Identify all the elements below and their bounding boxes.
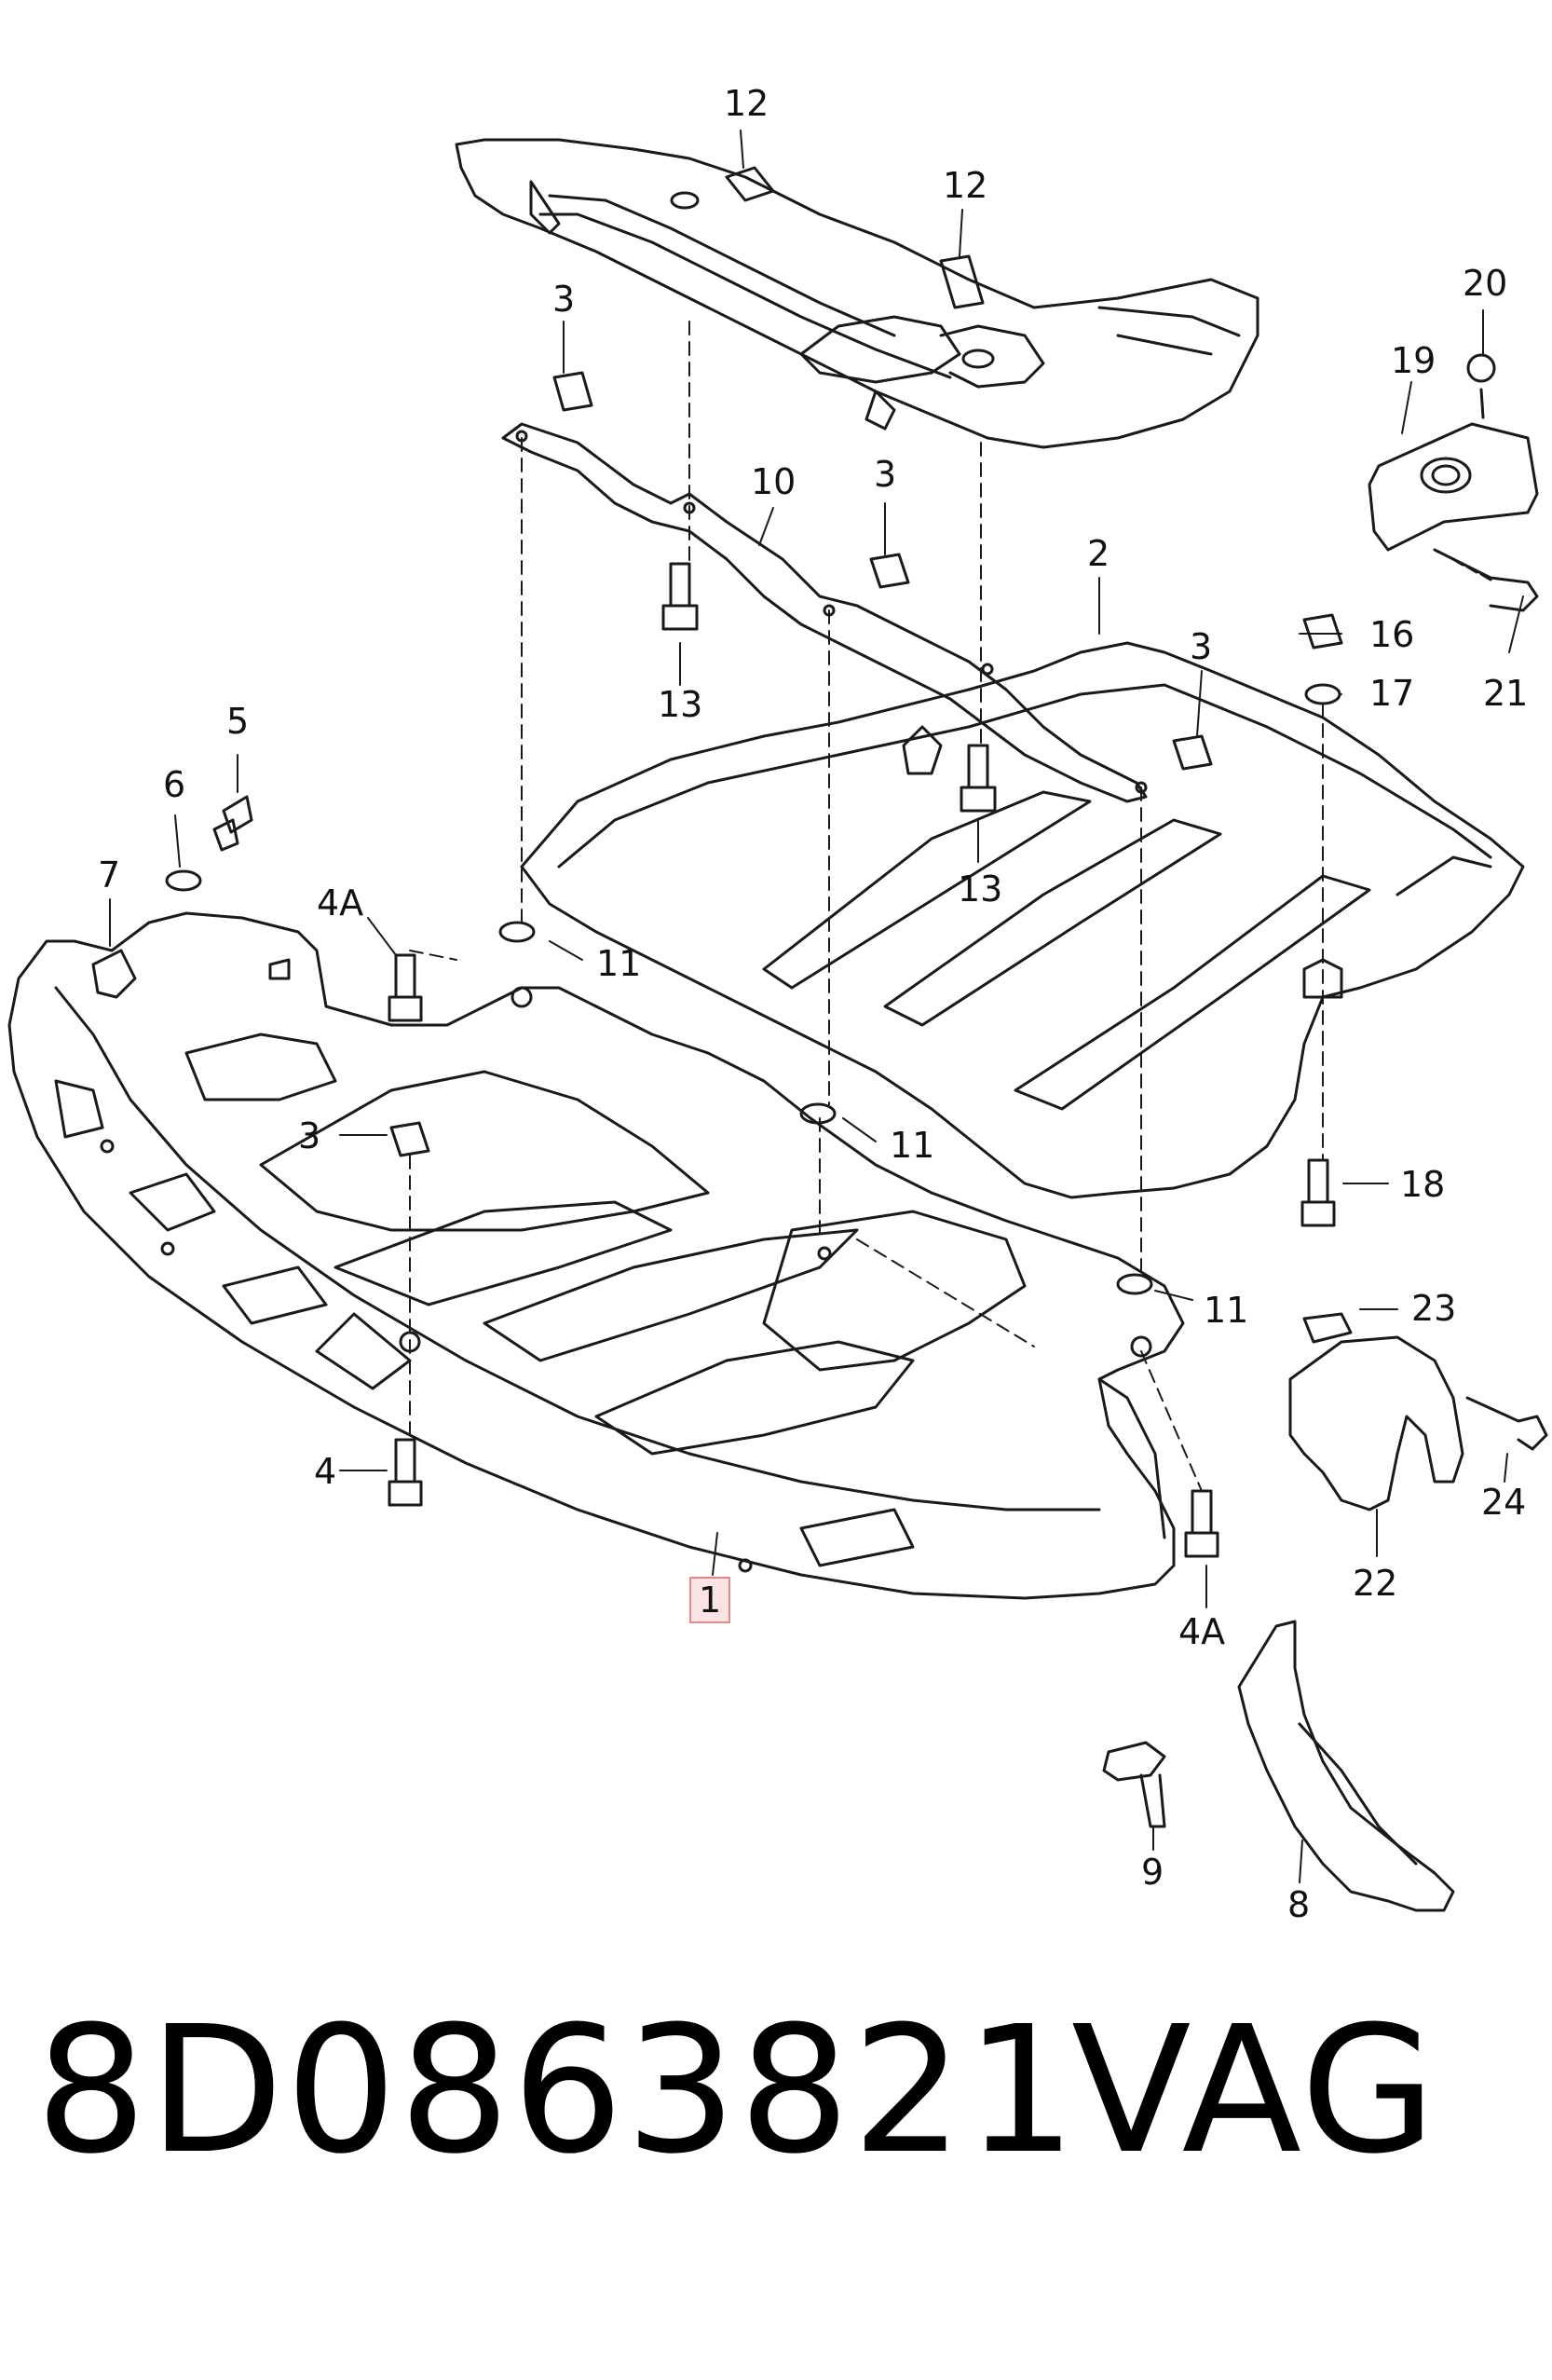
callout-20: 20: [1463, 263, 1508, 304]
callout-11: 11: [1204, 1290, 1249, 1331]
callout-3: 3: [552, 279, 576, 320]
callout-9: 9: [1141, 1852, 1164, 1893]
callout-16: 16: [1369, 614, 1415, 655]
callout-18: 18: [1400, 1164, 1446, 1205]
callout-11: 11: [890, 1125, 935, 1166]
callout-13: 13: [958, 869, 1003, 910]
callout-4: 4: [314, 1451, 337, 1492]
fasteners: [91, 166, 1343, 1558]
callout-6: 6: [163, 764, 186, 805]
callout-21: 21: [1483, 673, 1529, 714]
cover-2: [520, 641, 1525, 1199]
subframe-crossmember: [455, 138, 1259, 449]
callout-1-highlighted: 1: [689, 1577, 731, 1623]
callout-22: 22: [1353, 1563, 1398, 1604]
undertray-1: [7, 911, 1185, 1600]
bracket-8: [1237, 1620, 1455, 1912]
callout-24: 24: [1481, 1482, 1527, 1523]
callout-4A: 4A: [1178, 1611, 1226, 1652]
grommet: [902, 725, 943, 775]
callout-23: 23: [1411, 1288, 1457, 1329]
grommet: [1302, 958, 1343, 999]
assembly-lines: [409, 321, 1324, 1492]
callout-3: 3: [874, 454, 897, 495]
callout-17: 17: [1369, 673, 1415, 714]
callout-10: 10: [751, 461, 796, 502]
part-number-caption: 8D0863821: [35, 1989, 1079, 2193]
leader-lines: [109, 130, 1524, 1883]
callout-8: 8: [1287, 1884, 1311, 1925]
callout-12: 12: [724, 83, 769, 124]
callout-12: 12: [943, 165, 988, 206]
callout-19: 19: [1391, 340, 1436, 381]
callout-13: 13: [658, 684, 703, 725]
callout-3: 3: [1190, 626, 1213, 667]
bracket-rail-10: [501, 422, 1148, 803]
callout-2: 2: [1087, 533, 1110, 574]
bracket-19: [1368, 353, 1539, 612]
guard-22: [1288, 1312, 1548, 1511]
callout-4A: 4A: [317, 882, 364, 923]
nut-20: [1466, 353, 1496, 383]
callout-5: 5: [226, 701, 250, 742]
callout-11: 11: [596, 943, 642, 984]
callout-3: 3: [298, 1115, 321, 1156]
clip-9: [1102, 1741, 1166, 1828]
brand-caption: VAG: [1071, 1989, 1438, 2193]
callout-7: 7: [98, 855, 121, 896]
bolt-21-thread: [1451, 557, 1492, 581]
